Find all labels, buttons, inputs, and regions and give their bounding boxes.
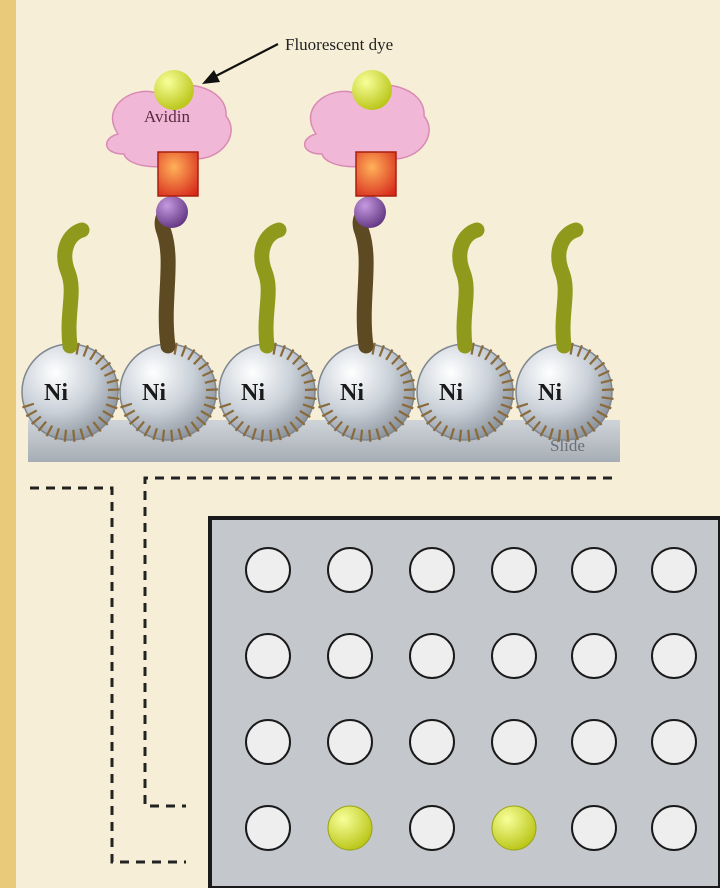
array-spot — [492, 548, 536, 592]
array-spot-lit — [492, 806, 536, 850]
array-spot — [246, 634, 290, 678]
ni-label: Ni — [241, 380, 265, 406]
ni-bead — [516, 344, 612, 440]
ni-label: Ni — [44, 380, 68, 406]
ni-label: Ni — [439, 380, 463, 406]
ni-label: Ni — [538, 380, 562, 406]
linker-ball — [354, 196, 386, 228]
ni-bead — [120, 344, 216, 440]
array-spot — [572, 806, 616, 850]
array-spot — [410, 806, 454, 850]
array-spot — [328, 634, 372, 678]
array-spot — [328, 720, 372, 764]
array-spot — [410, 634, 454, 678]
array-spot — [410, 548, 454, 592]
array-spot — [492, 634, 536, 678]
array-spot — [572, 634, 616, 678]
ni-label: Ni — [142, 380, 166, 406]
ni-bead — [219, 344, 315, 440]
ni-label: Ni — [340, 380, 364, 406]
array-spot — [492, 720, 536, 764]
array-spot — [246, 720, 290, 764]
fluorescent-dye-label: Fluorescent dye — [285, 35, 393, 54]
linker-ball — [156, 196, 188, 228]
array-spot — [652, 634, 696, 678]
biotin-linker — [360, 213, 368, 346]
array-spot-lit — [328, 806, 372, 850]
biotin-tag — [356, 152, 396, 196]
fluorescent-dye — [352, 70, 392, 110]
array-spot — [328, 548, 372, 592]
array-spot — [572, 720, 616, 764]
fluorescent-dye — [154, 70, 194, 110]
array-spot — [572, 548, 616, 592]
protein-array — [210, 518, 720, 888]
biotin-linker — [162, 213, 170, 346]
array-spot — [652, 720, 696, 764]
ni-bead — [417, 344, 513, 440]
array-spot — [246, 548, 290, 592]
array-spot — [652, 806, 696, 850]
avidin-label: Avidin — [144, 107, 190, 126]
ni-bead — [318, 344, 414, 440]
array-spot — [246, 806, 290, 850]
array-spot — [410, 720, 454, 764]
ni-bead — [22, 344, 118, 440]
array-spot — [652, 548, 696, 592]
biotin-tag — [158, 152, 198, 196]
